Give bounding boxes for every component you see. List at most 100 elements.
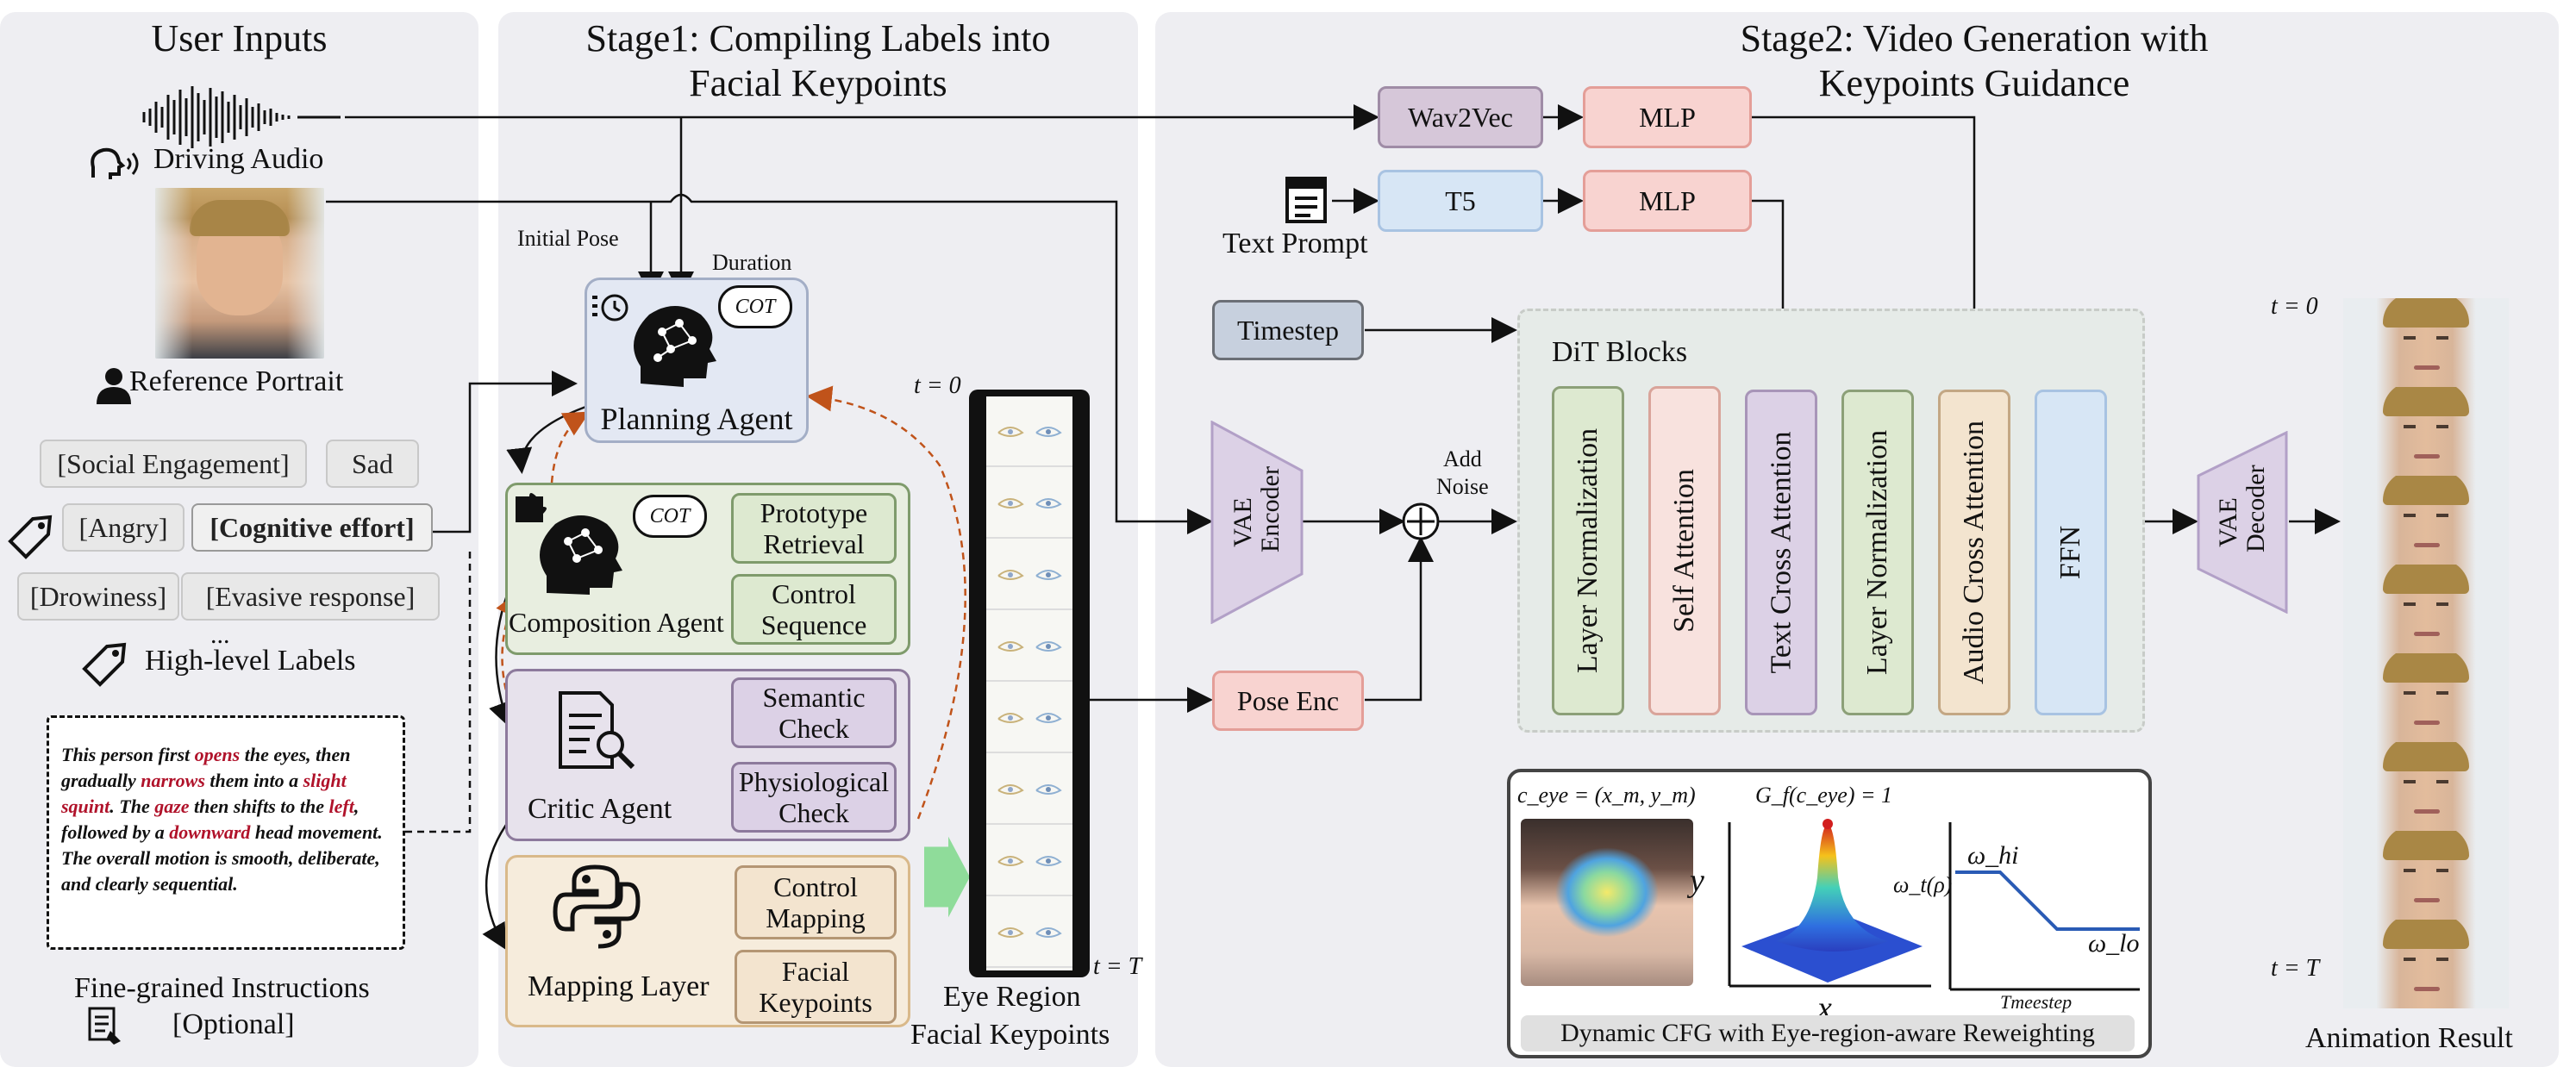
text-prompt-label: Text Prompt: [1222, 228, 1368, 259]
label-tag-evasive-response: [Evasive response]: [181, 572, 440, 621]
label-tag-sad: Sad: [326, 440, 419, 488]
dit-self-attention: Self Attention: [1648, 386, 1721, 715]
wav2vec-box: Wav2Vec: [1378, 86, 1543, 148]
animation-t0-label: t = 0: [2271, 293, 2318, 320]
eye-keypoint-frame: [986, 754, 1072, 825]
label-tag-drowiness: [Drowiness]: [17, 572, 179, 621]
cfg-gaussian-plot: [1728, 819, 1931, 988]
mlp-text-box: MLP: [1583, 170, 1752, 232]
physiological-check-box: Physiological Check: [731, 762, 897, 833]
vae-encoder-shape: [1210, 421, 1304, 624]
facial-keypoints-box: Facial Keypoints: [735, 950, 897, 1024]
initial-pose-label: Initial Pose: [517, 226, 619, 251]
dit-layer-norm-2-label: Layer Normalization: [1861, 429, 1893, 676]
instruction-keyword: slight squint: [61, 770, 347, 817]
pose-enc-box: Pose Enc: [1212, 671, 1364, 731]
cfg-face-heatmap-image: [1521, 819, 1693, 986]
eye-region-label-line1: Eye Region: [943, 981, 1081, 1013]
cfg-omega-hi-label: ω_hi: [1967, 841, 2019, 870]
add-noise-label-line2: Noise: [1436, 474, 1489, 499]
cfg-ceye-formula: c_eye = (x_m, y_m): [1517, 783, 1696, 808]
instruction-keyword: opens: [194, 744, 241, 765]
puzzle-brain-icon: [516, 493, 622, 595]
vae-decoder-label-wrap: VAE Decoder: [2197, 431, 2288, 614]
animation-frame: [2343, 387, 2509, 476]
fine-grained-caption-line1: Fine-grained Instructions: [74, 972, 370, 1004]
instruction-keyword: left: [328, 796, 354, 817]
instruction-text: them into a: [204, 770, 303, 791]
clock-list-icon: [592, 294, 628, 321]
animation-frame: [2343, 298, 2509, 387]
instruction-text: the eyes, then gradually: [61, 744, 351, 791]
instruction-text: head movement. The overall motion is smo…: [61, 821, 383, 895]
instruction-text: . The: [109, 796, 155, 817]
fine-grained-instruction-box: This person first opens the eyes, then g…: [47, 715, 405, 950]
planning-agent-box: COT Planning Agent: [585, 278, 809, 443]
dit-ffn-label: FFN: [2054, 525, 2086, 580]
eye-keypoint-frame: [986, 897, 1072, 968]
cfg-weight-schedule-plot: [1948, 822, 2140, 991]
timestep-box: Timestep: [1212, 300, 1364, 360]
keypoints-t0-label: t = 0: [914, 372, 961, 399]
instruction-text: then shifts to the: [189, 796, 329, 817]
semantic-check-box: Semantic Check: [731, 677, 897, 748]
critic-agent-label: Critic Agent: [528, 793, 672, 825]
dit-audio-cross-attention: Audio Cross Attention: [1938, 390, 2010, 715]
stage2-title-line1: Stage2: Video Generation with: [1740, 17, 2209, 59]
control-sequence-box: Control Sequence: [731, 574, 897, 645]
vae-decoder-shape: [2197, 431, 2288, 614]
vae-encoder-label-wrap: VAE Encoder: [1210, 421, 1304, 624]
keypoints-tT-label: t = T: [1093, 953, 1142, 980]
animation-tT-label: t = T: [2271, 955, 2320, 982]
dit-audio-cross-attention-label: Audio Cross Attention: [1958, 420, 1990, 685]
eye-region-label-line2: Facial Keypoints: [910, 1019, 1110, 1051]
brain-head-icon: [634, 306, 716, 387]
instruction-keyword: narrows: [141, 770, 205, 791]
instruction-connector: [405, 552, 472, 833]
eye-keypoint-frame: [986, 540, 1072, 610]
prototype-retrieval-box: Prototype Retrieval: [731, 493, 897, 564]
stage2-title-line2: Keypoints Guidance: [1818, 62, 2130, 104]
label-tag-angry: [Angry]: [62, 503, 184, 552]
speaking-head-icon: [91, 147, 139, 179]
labels-ellipsis: ...: [210, 621, 230, 649]
animation-frame: [2343, 476, 2509, 565]
animation-frames: [2343, 298, 2509, 1010]
t5-box: T5: [1378, 170, 1543, 232]
cfg-caption-bar: Dynamic CFG with Eye-region-aware Reweig…: [1521, 1015, 2135, 1051]
python-logo-icon: [553, 864, 641, 949]
person-icon: [97, 368, 131, 404]
instruction-keyword: gaze: [154, 796, 190, 817]
dit-text-cross-attention-label: Text Cross Attention: [1765, 431, 1798, 674]
document-search-icon: [559, 691, 635, 770]
eye-keypoint-frame: [986, 396, 1072, 467]
mlp-audio-box: MLP: [1583, 86, 1752, 148]
mapping-layer-label: Mapping Layer: [528, 970, 710, 1002]
instruction-keyword: downward: [169, 821, 251, 843]
eye-keypoint-frame: [986, 683, 1072, 753]
tag-icon: [8, 515, 53, 559]
dit-blocks-label: DiT Blocks: [1552, 336, 1688, 368]
audio-waveform-icon: [142, 86, 341, 148]
animation-frame: [2343, 565, 2509, 653]
high-level-labels-caption: High-level Labels: [145, 645, 356, 677]
label-tag-cognitive-effort: [Cognitive effort]: [191, 503, 433, 552]
composition-agent-label: Composition Agent: [509, 607, 724, 638]
dit-self-attention-label: Self Attention: [1668, 469, 1701, 633]
instruction-text: , followed by a: [61, 796, 360, 843]
reference-portrait-label: Reference Portrait: [129, 365, 344, 397]
animation-result-label: Animation Result: [2305, 1022, 2513, 1054]
driving-audio-label: Driving Audio: [153, 143, 324, 175]
cfg-timestep-label: Tmeestep: [2000, 991, 2073, 1013]
animation-frame: [2343, 831, 2509, 920]
fine-grained-caption-line2: [Optional]: [172, 1008, 295, 1040]
reference-portrait-image: [155, 188, 324, 359]
stage1-title-line2: Facial Keypoints: [689, 62, 947, 104]
cot-bubble: COT: [718, 285, 792, 328]
instruction-text: This person first: [61, 744, 195, 765]
control-mapping-box: Control Mapping: [735, 865, 897, 939]
stage1-title-line1: Stage1: Compiling Labels into: [585, 17, 1051, 59]
vae-encoder-label: VAE Encoder: [1229, 466, 1285, 552]
dit-layer-norm-2: Layer Normalization: [1841, 390, 1914, 715]
document-hand-icon: [88, 1007, 121, 1045]
